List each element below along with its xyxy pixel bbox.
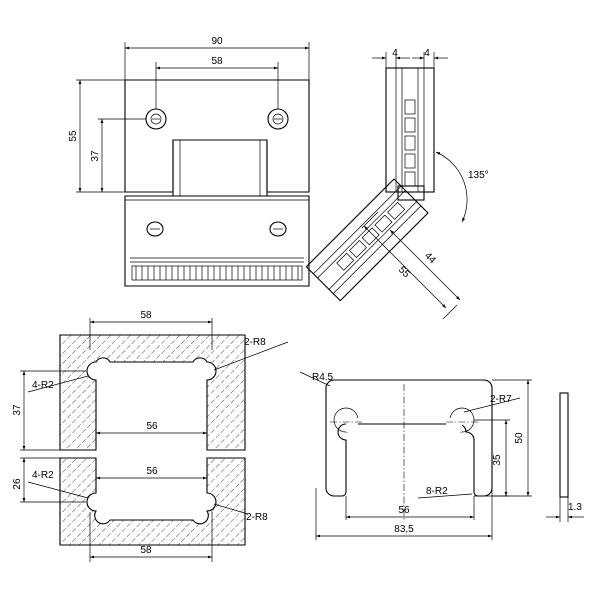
- dim-label-58: 58: [211, 56, 223, 67]
- dimension-thickness-left: 4: [372, 48, 410, 68]
- dim-label-2-R8-lower: 2-R8: [246, 512, 268, 523]
- dimension-hole-height: 37: [90, 118, 146, 192]
- dim-label-56-upper: 56: [146, 421, 158, 432]
- cutout-upper-dims: 58 2-R8 4-R2 37 56: [12, 310, 289, 451]
- cutout-upper: 58 2-R8 4-R2 37 56: [12, 310, 289, 451]
- dim-label-R4-5: R4.5: [312, 372, 334, 383]
- dim-label-4-left: 4: [392, 48, 398, 59]
- dim-label-37: 37: [90, 150, 101, 162]
- dim-label-1-3: 1.3: [568, 502, 582, 513]
- dim-label-8-R2: 8-R2: [426, 486, 448, 497]
- dimension-hole-spacing: 58: [155, 56, 279, 109]
- dim-label-83-5: 83,5: [394, 524, 414, 535]
- gasket-teeth: [135, 266, 299, 280]
- side-view-outline: [305, 67, 435, 302]
- dim-label-58-upper: 58: [140, 310, 152, 321]
- front-view-outline: [124, 79, 310, 287]
- dim-label-56-lower: 56: [146, 466, 158, 477]
- dim-label-58-lower: 58: [140, 545, 152, 556]
- dim-label-2-R8-upper: 2-R8: [244, 337, 266, 348]
- gasket-thickness-view: 1.3: [546, 392, 584, 522]
- dimension-angle: 135°: [435, 151, 489, 223]
- dim-label-26: 26: [12, 478, 23, 490]
- dimension-width: 90: [124, 36, 310, 80]
- dim-label-55: 55: [68, 130, 79, 142]
- dim-label-4-R2-upper: 4-R2: [32, 380, 54, 391]
- dimension-length: 55: [361, 211, 458, 320]
- dimension-height: 55: [68, 79, 173, 193]
- cutout-lower: 4-R2 56 26 2-R8 58: [12, 457, 268, 562]
- front-view: 90 58 55 37: [68, 36, 310, 287]
- dimension-thickness-right: 4: [412, 48, 448, 68]
- dim-label-55-side: 55: [396, 264, 412, 280]
- cutout-lower-dims: 4-R2 56 26 2-R8 58: [12, 457, 268, 562]
- dim-label-56-gasket: 56: [398, 505, 410, 516]
- dim-label-35: 35: [492, 454, 503, 466]
- dim-label-4-right: 4: [424, 48, 430, 59]
- dim-label-4-R2-lower: 4-R2: [32, 470, 54, 481]
- screw-hole-icon: [267, 108, 289, 130]
- dim-label-90: 90: [211, 36, 223, 47]
- side-view: 4 4 135° 55 44: [305, 48, 489, 320]
- gasket-view: R4.5 2-R7 35 50 8-R2 56 83,5: [299, 371, 532, 540]
- dim-label-135: 135°: [468, 170, 489, 181]
- dim-label-50: 50: [514, 432, 525, 444]
- dim-label-37-upper: 37: [12, 404, 23, 416]
- screw-head-icon: [269, 221, 287, 237]
- dimension-inner-length: 44: [389, 229, 461, 301]
- dim-label-2-R7: 2-R7: [490, 394, 512, 405]
- gasket-dims: R4.5 2-R7 35 50 8-R2 56 83,5: [299, 371, 532, 540]
- screw-hole-icon: [145, 108, 167, 130]
- screw-head-icon: [146, 221, 164, 237]
